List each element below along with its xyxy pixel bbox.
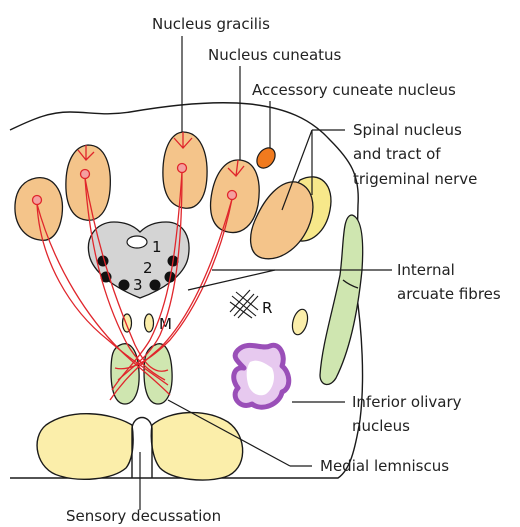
- grey-matter-dot-4: [150, 280, 161, 291]
- pyramid-left: [37, 414, 133, 480]
- label-spinal-trigeminal-line2: and tract of: [353, 145, 441, 163]
- label-sensory-decussation: Sensory decussation: [66, 507, 221, 525]
- spinal-trigeminal-nucleus: [251, 182, 313, 259]
- label-nucleus-cuneatus: Nucleus cuneatus: [208, 46, 342, 64]
- central-canal: [127, 236, 147, 248]
- cell-body-3: [178, 164, 187, 173]
- reticular-formation-hatch: [230, 290, 258, 318]
- small-oval-right: [145, 314, 154, 332]
- label-nucleus-gracilis: Nucleus gracilis: [152, 15, 270, 33]
- label-inferior-olivary-line2: nucleus: [352, 417, 410, 435]
- marker-m: M: [159, 315, 172, 333]
- marker-r: R: [262, 299, 272, 317]
- lateral-yellow-oval: [290, 308, 310, 337]
- cell-body-4: [228, 191, 237, 200]
- label-accessory-cuneate-nucleus: Accessory cuneate nucleus: [252, 81, 456, 99]
- accessory-cuneate-nucleus: [253, 144, 279, 171]
- marker-1: 1: [152, 238, 162, 256]
- anterior-median-fissure: [132, 418, 152, 479]
- label-medial-lemniscus: Medial lemniscus: [320, 457, 449, 475]
- marker-3: 3: [133, 276, 143, 294]
- cell-body-1: [33, 196, 42, 205]
- grey-matter-dot-3: [119, 280, 130, 291]
- label-inferior-olivary-line1: Inferior olivary: [352, 393, 462, 411]
- label-spinal-trigeminal-line1: Spinal nucleus: [353, 121, 462, 139]
- green-tract-band: [320, 215, 363, 384]
- cell-body-2: [81, 170, 90, 179]
- marker-2: 2: [143, 259, 153, 277]
- label-internal-arcuate-line1: Internal: [397, 261, 455, 279]
- pyramid-right: [151, 413, 242, 480]
- label-internal-arcuate-line2: arcuate fibres: [397, 285, 501, 303]
- label-spinal-trigeminal-line3: trigeminal nerve: [353, 170, 477, 188]
